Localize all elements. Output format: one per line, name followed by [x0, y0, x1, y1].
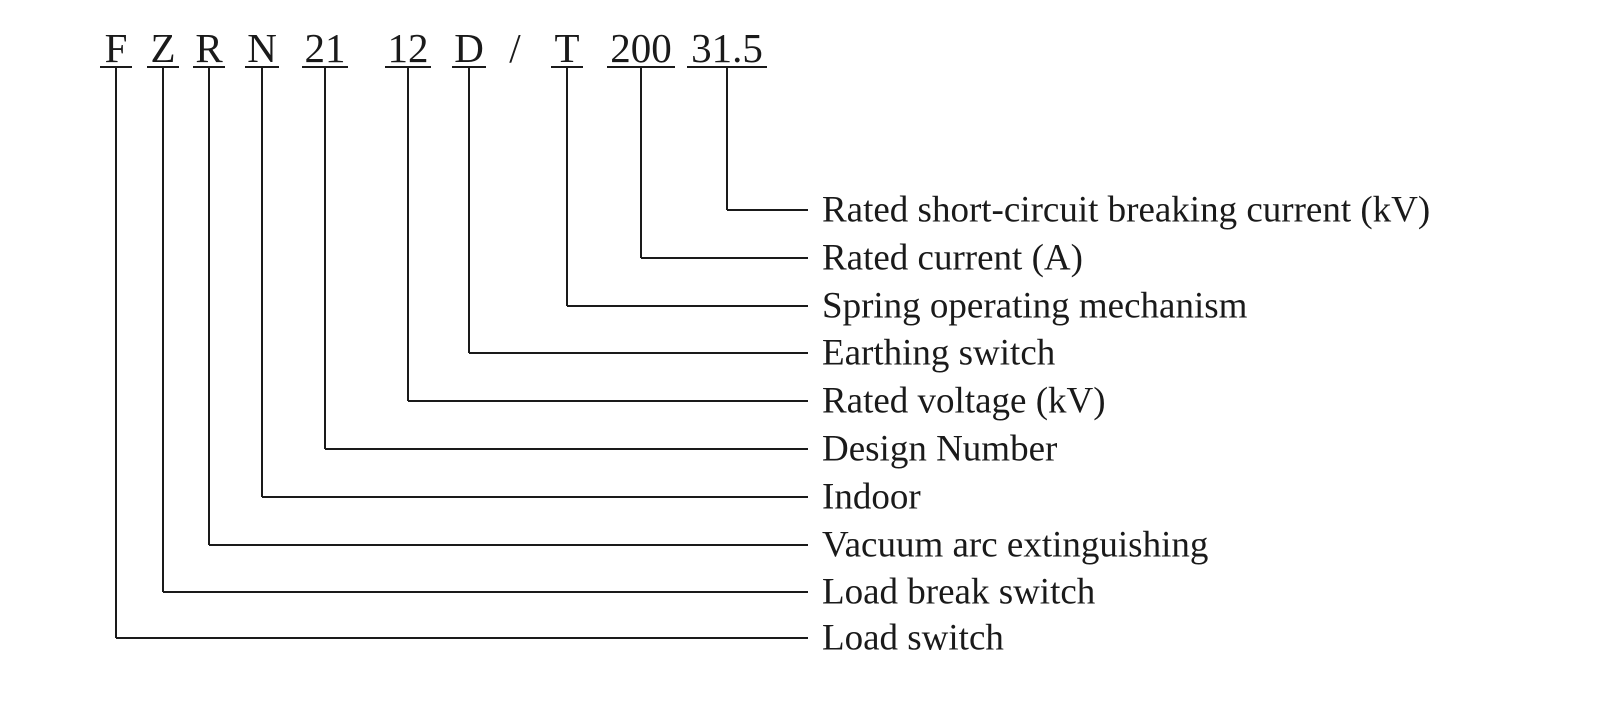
code-token-3: N: [247, 25, 277, 71]
code-token-4: 21: [304, 25, 346, 71]
code-token-6: D: [454, 25, 484, 71]
callout-label-2: Spring operating mechanism: [822, 285, 1248, 327]
callout-label-8: Load break switch: [822, 571, 1096, 613]
callout-label-4: Rated voltage (kV): [822, 380, 1106, 422]
callout-label-1: Rated current (A): [822, 237, 1083, 279]
callout-label-3: Earthing switch: [822, 332, 1056, 374]
code-token-10: 31.5: [691, 25, 763, 71]
callout-label-9: Load switch: [822, 617, 1004, 659]
code-token-1: Z: [150, 25, 176, 71]
code-token-2: R: [195, 25, 223, 71]
code-token-7: /: [509, 25, 521, 71]
code-token-0: F: [104, 25, 128, 71]
code-token-5: 12: [387, 25, 429, 71]
code-token-8: T: [554, 25, 580, 71]
callout-label-7: Vacuum arc extinguishing: [822, 524, 1209, 566]
callout-label-6: Indoor: [822, 476, 921, 518]
callout-label-5: Design Number: [822, 428, 1058, 470]
callout-leader-group: [115, 67, 808, 639]
callout-label-0: Rated short-circuit breaking current (kV…: [822, 189, 1431, 231]
code-token-9: 200: [610, 25, 672, 71]
